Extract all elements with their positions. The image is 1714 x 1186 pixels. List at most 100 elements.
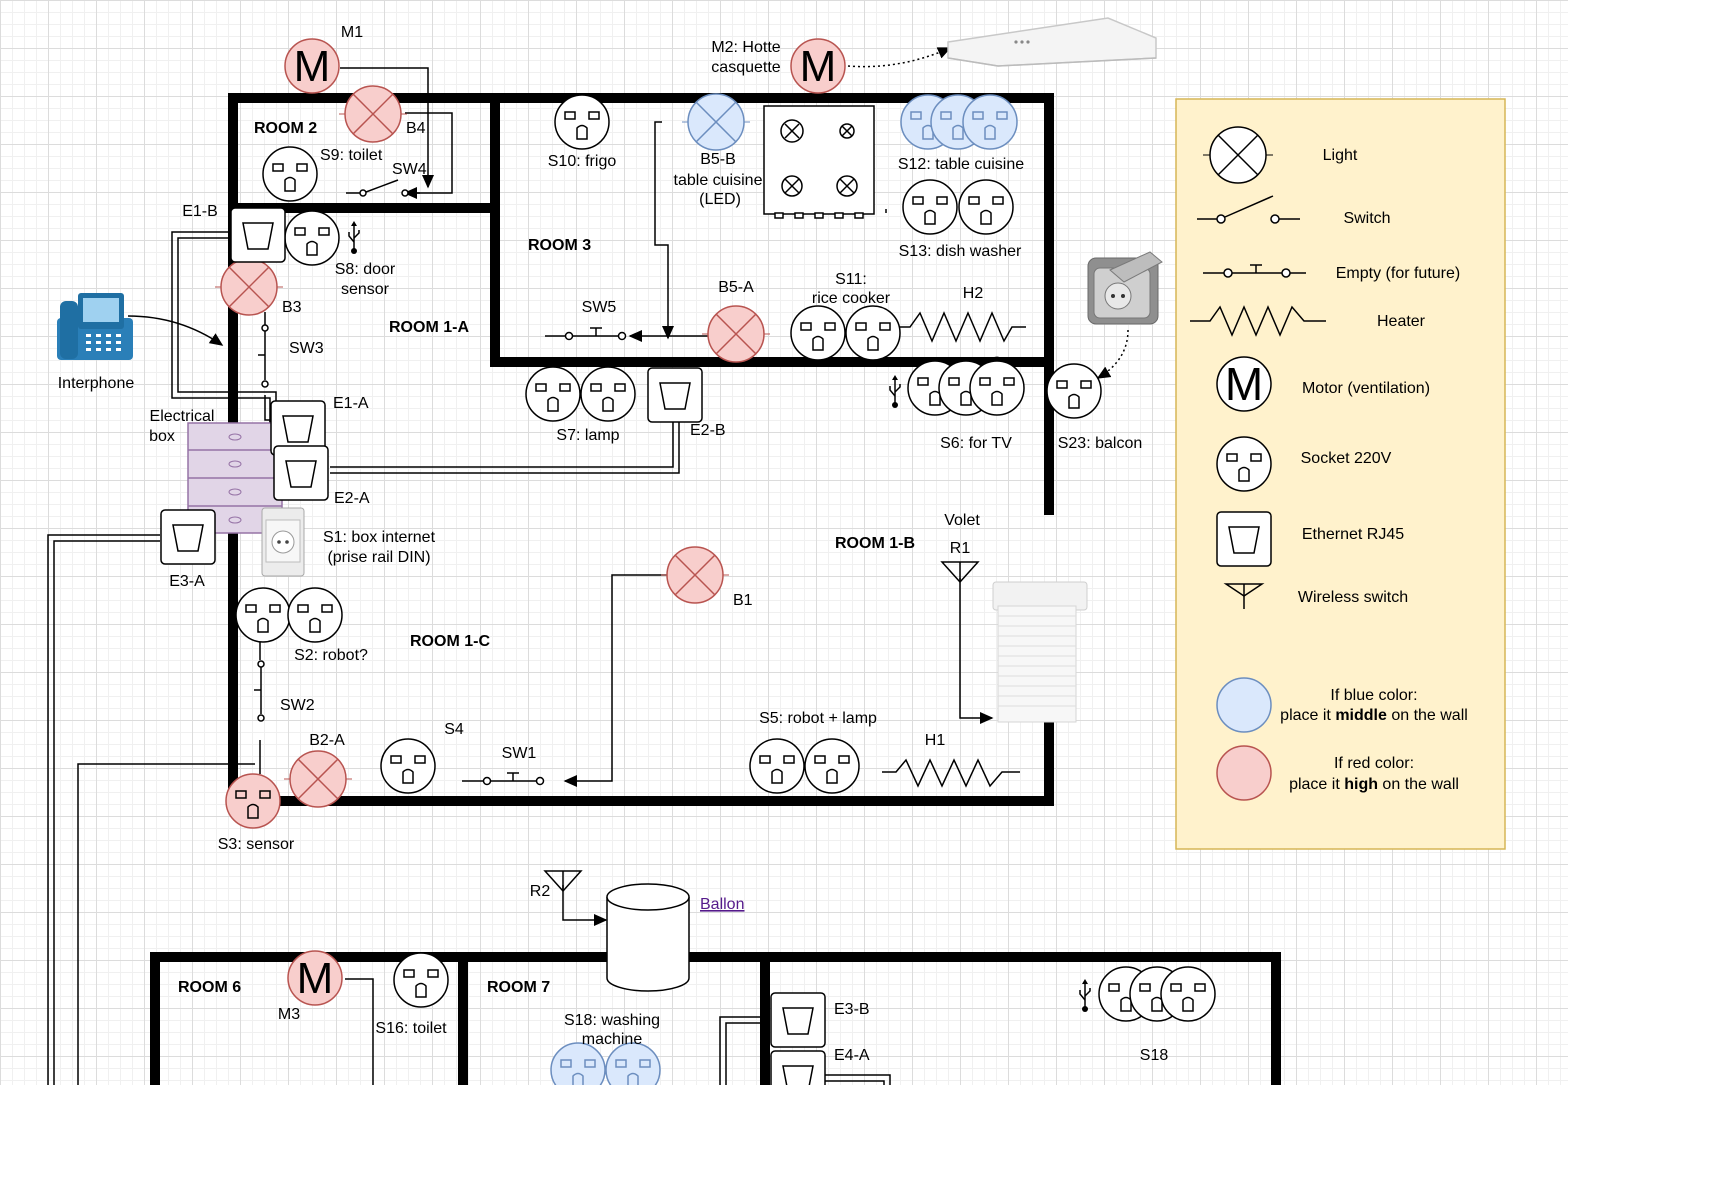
legend-wireless-icon — [1223, 583, 1265, 609]
volet-label: Volet — [944, 512, 980, 529]
light-b4-label: B4 — [406, 120, 426, 137]
wireless-r1-icon — [940, 561, 980, 584]
socket-s11-label-line1: S11: — [835, 271, 867, 288]
wireless-r2-label: R2 — [530, 883, 551, 900]
room-2-label: ROOM 2 — [254, 120, 317, 137]
socket-s3-label: S3: sensor — [218, 836, 295, 853]
ethernet-e4a-label: E4-A — [834, 1047, 870, 1064]
legend-red-swatch — [1216, 745, 1272, 801]
switch-sw3-icon — [258, 324, 269, 388]
room-3-label: ROOM 3 — [528, 237, 591, 254]
room-6-label: ROOM 6 — [178, 979, 241, 996]
light-b5a-label: B5-A — [718, 279, 754, 296]
socket-s12-icon — [962, 94, 1018, 150]
socket-s7-icon — [580, 366, 636, 422]
motor-m3-label: M3 — [278, 1006, 300, 1023]
stove-icon — [763, 105, 875, 219]
legend-motor-icon: M — [1216, 356, 1272, 412]
ethernet-e3a-label: E3-A — [169, 573, 205, 590]
motor-m1: M — [284, 38, 340, 94]
heater-h1-label: H1 — [925, 732, 946, 749]
socket-s10-icon — [554, 94, 610, 150]
switch-sw1-icon — [462, 772, 545, 786]
legend-switch-label: Switch — [1343, 210, 1390, 227]
legend-switch-icon — [1197, 195, 1300, 224]
ethernet-e1b-icon — [230, 207, 286, 263]
socket-s18-washing-label-line1: S18: washing — [564, 1012, 660, 1029]
switch-sw1-label: SW1 — [502, 745, 537, 762]
balcony-link — [1096, 329, 1129, 379]
room-1b-label: ROOM 1-B — [835, 535, 915, 552]
switch-sw2-label: SW2 — [280, 697, 315, 714]
socket-s16-icon — [393, 952, 449, 1008]
light-b3-icon — [214, 258, 284, 316]
socket-s11-label-line2: rice cooker — [812, 290, 891, 307]
socket-s11-icon — [790, 305, 846, 361]
motor-symbol: M — [800, 42, 837, 91]
motor-symbol: M — [297, 954, 334, 1003]
socket-s13-icon — [958, 179, 1014, 235]
socket-s18-icon — [1160, 966, 1216, 1022]
ethernet-e2a-label: E2-A — [334, 490, 370, 507]
legend-light-label: Light — [1323, 147, 1358, 164]
socket-s13-label: S13: dish washer — [899, 243, 1022, 260]
legend-blue-swatch — [1216, 677, 1272, 733]
legend-ethernet-icon — [1216, 511, 1272, 567]
ballon-link[interactable]: Ballon — [700, 896, 744, 913]
legend-blue-line2: place it middle on the wall — [1280, 707, 1468, 724]
interphone-icon — [57, 293, 133, 360]
interphone-label: Interphone — [58, 375, 135, 392]
socket-s12-label: S12: table cuisine — [898, 156, 1024, 173]
legend-empty-icon — [1203, 264, 1306, 278]
ethernet-e1b-label: E1-B — [182, 203, 218, 220]
ethernet-e4a-icon — [770, 1050, 826, 1106]
motor-m2-label-line1: M2: Hotte — [711, 39, 780, 56]
socket-s3-icon — [225, 773, 281, 829]
legend-motor-label: Motor (ventilation) — [1302, 380, 1430, 397]
ethernet-e2a-icon — [273, 445, 329, 501]
din-rail-socket-icon — [261, 507, 305, 577]
wireless-r1-label: R1 — [950, 540, 971, 557]
socket-s6-icon — [969, 360, 1025, 416]
light-b5b-label-line1: B5-B — [700, 151, 736, 168]
range-hood-icon — [947, 17, 1157, 67]
heater-h2-icon — [900, 311, 1026, 343]
legend-socket-label: Socket 220V — [1301, 450, 1392, 467]
socket-s23-label: S23: balcon — [1058, 435, 1143, 452]
light-b3-label: B3 — [282, 299, 302, 316]
light-b1-icon — [660, 546, 730, 604]
socket-s5-icon — [749, 738, 805, 794]
electrical-box-label-line1: Electrical — [150, 408, 215, 425]
socket-s8-label-line2: sensor — [341, 281, 390, 298]
motor-m3: M — [287, 950, 343, 1006]
socket-s11-icon — [845, 305, 901, 361]
light-b2a-label: B2-A — [309, 732, 345, 749]
socket-s4-label: S4 — [444, 721, 464, 738]
ethernet-e2b-icon — [647, 367, 703, 423]
socket-s13-icon — [902, 179, 958, 235]
legend-light-icon — [1203, 126, 1273, 184]
ethernet-e3b-icon — [770, 992, 826, 1048]
socket-s10-label: S10: frigo — [548, 153, 617, 170]
light-b5b-label-line2: table cuisine — [674, 172, 763, 189]
outdoor-socket-icon — [1087, 251, 1163, 325]
socket-s1-label-line1: S1: box internet — [323, 529, 436, 546]
motor-symbol: M — [1225, 358, 1263, 410]
socket-s23-icon — [1046, 363, 1102, 419]
electrical-box-label-line2: box — [149, 428, 175, 445]
hood-link — [847, 47, 952, 68]
legend-heater-icon — [1190, 305, 1326, 337]
socket-s18-washing-label-line2: machine — [582, 1031, 643, 1048]
wires — [47, 67, 1001, 1085]
walls — [150, 93, 1281, 1090]
ethernet-e3b-label: E3-B — [834, 1001, 870, 1018]
water-heater-icon — [606, 883, 690, 992]
motor-m2-label-line2: casquette — [711, 59, 780, 76]
roller-shutter-icon — [992, 581, 1088, 723]
light-b5b-label-line3: (LED) — [699, 191, 741, 208]
heater-h2-label: H2 — [963, 285, 984, 302]
socket-s18-washing-icon — [605, 1042, 661, 1098]
diagram-canvas: M M M — [0, 0, 1568, 1106]
socket-s2-icon — [287, 587, 343, 643]
ethernet-e1a-label: E1-A — [333, 395, 369, 412]
